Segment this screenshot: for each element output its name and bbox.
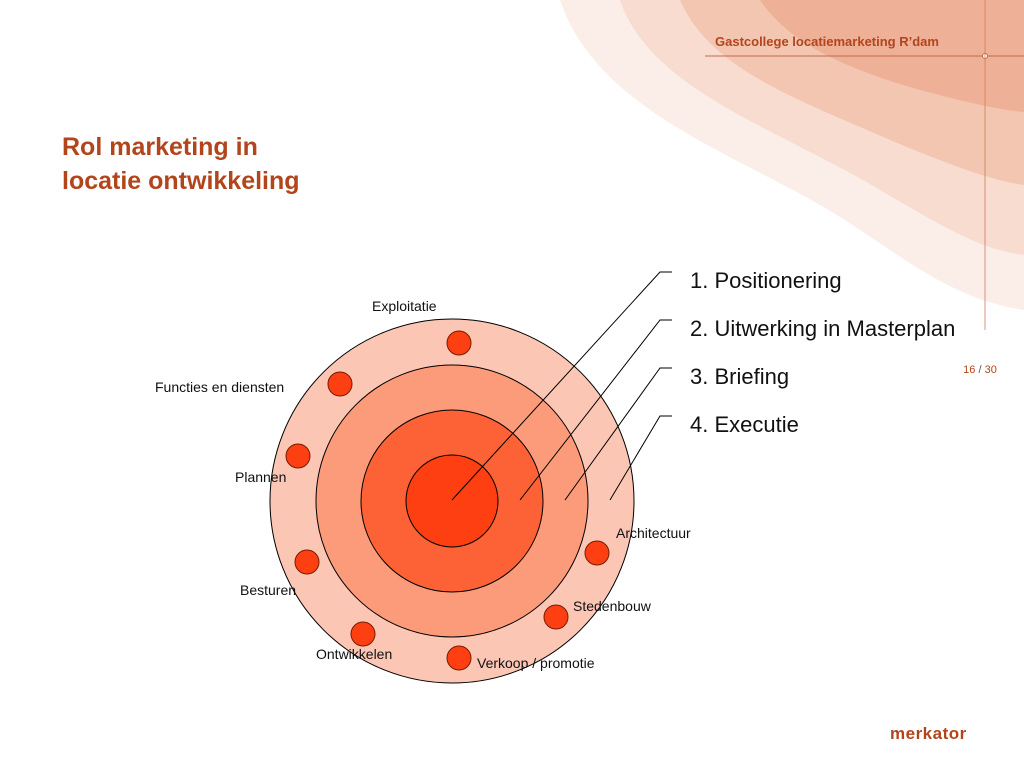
connector-step-1 bbox=[451, 271, 672, 501]
label-functies-en-diensten: Functies en diensten bbox=[155, 379, 285, 395]
label-ontwikkelen: Ontwikkelen bbox=[316, 646, 393, 662]
label-stedenbouw: Stedenbouw bbox=[573, 598, 651, 614]
page-number: 16 / 30 bbox=[950, 364, 1010, 376]
connector-step-2 bbox=[519, 319, 672, 501]
page-current: 16 bbox=[963, 364, 976, 376]
connector-step-3 bbox=[564, 367, 672, 501]
node-besturen bbox=[294, 549, 320, 575]
slide-title: Rol marketing in locatie ontwikkeling bbox=[62, 130, 482, 198]
steps-list: 1. Positionering 2. Uitwerking in Master… bbox=[690, 264, 955, 456]
header-title: Gastcollege locatiemarketing R’dam bbox=[715, 34, 939, 49]
node-architectuur bbox=[584, 540, 610, 566]
label-plannen: Plannen bbox=[235, 469, 287, 485]
outer-nodes bbox=[285, 330, 610, 671]
step-connectors bbox=[451, 271, 672, 501]
step-item: 3. Briefing bbox=[690, 364, 790, 389]
label-verkoop-promotie: Verkoop / promotie bbox=[477, 655, 595, 671]
core-circle bbox=[405, 454, 499, 548]
node-stedenbouw bbox=[543, 604, 569, 630]
label-architectuur: Architectuur bbox=[616, 525, 691, 541]
page-separator: / bbox=[978, 364, 982, 376]
label-exploitatie: Exploitatie bbox=[372, 298, 437, 314]
node-verkoop-promotie bbox=[446, 645, 472, 671]
label-besturen: Besturen bbox=[240, 582, 297, 598]
slide-title-line-1: Rol marketing in bbox=[62, 133, 258, 161]
node-plannen bbox=[285, 443, 311, 469]
page-total: 30 bbox=[984, 364, 997, 376]
node-exploitatie bbox=[446, 330, 472, 356]
merkator-logo: merkator bbox=[890, 724, 967, 743]
step-item: 1. Positionering bbox=[690, 268, 842, 293]
node-ontwikkelen bbox=[350, 621, 376, 647]
step-item: 2. Uitwerking in Masterplan bbox=[690, 316, 956, 341]
node-functies-en-diensten bbox=[327, 371, 353, 397]
step-item: 4. Executie bbox=[690, 412, 799, 437]
slide-title-line-2: locatie ontwikkeling bbox=[62, 167, 300, 195]
connector-step-4 bbox=[609, 415, 672, 501]
